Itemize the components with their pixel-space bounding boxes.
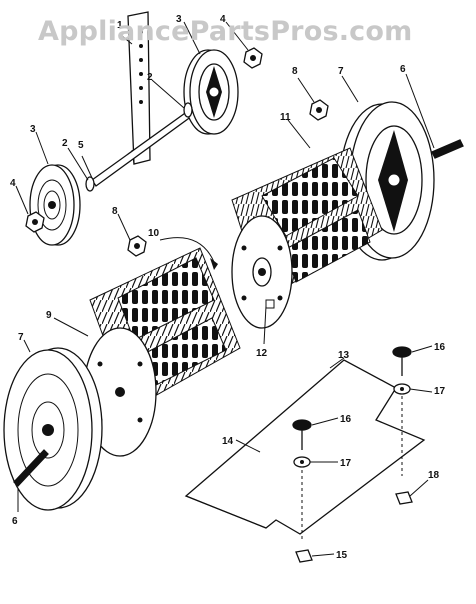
plate-washer-right — [393, 383, 411, 395]
callout-10: 10 — [148, 228, 160, 239]
bearing-nut-left — [127, 235, 147, 257]
callout-4: 4 — [220, 14, 226, 25]
plate-bolt-right — [392, 346, 412, 376]
hub-bolt-left — [13, 449, 49, 487]
leader-lines — [15, 21, 435, 557]
callout-7b: 7 — [18, 332, 24, 343]
callout-8b: 8 — [112, 206, 118, 217]
callout-6b: 6 — [12, 516, 18, 527]
callout-8: 8 — [292, 66, 298, 77]
callout-16b: 16 — [340, 414, 352, 425]
bearing-nut-right — [309, 99, 329, 121]
wheel-nut-left — [25, 211, 45, 233]
callout-17: 17 — [434, 386, 446, 397]
plate-bolt-left — [292, 419, 312, 450]
callout-3: 3 — [176, 14, 182, 25]
wheel-small-rear — [183, 49, 239, 135]
callout-12: 12 — [256, 348, 268, 359]
callout-7: 7 — [338, 66, 344, 77]
callout-2b: 2 — [62, 138, 68, 149]
dethatcher-reel-left — [83, 237, 241, 457]
callout-18: 18 — [428, 470, 440, 481]
callout-14: 14 — [222, 436, 234, 447]
watermark: AppliancePartsPros.com — [38, 16, 413, 47]
dethatcher-reel-right — [231, 147, 383, 329]
clip-right — [395, 491, 413, 505]
wheel-nut-top — [243, 47, 263, 69]
hub-bolt-right — [431, 139, 464, 159]
callout-13: 13 — [338, 350, 350, 361]
callout-3b: 3 — [30, 124, 36, 135]
callout-15: 15 — [336, 550, 348, 561]
adjustment-bracket — [127, 11, 151, 165]
callout-5: 5 — [78, 140, 84, 151]
wheel-small-front — [29, 164, 81, 246]
washer-top — [183, 102, 193, 118]
callout-4b: 4 — [10, 178, 16, 189]
callout-16: 16 — [434, 342, 446, 353]
callout-2: 2 — [147, 72, 153, 83]
callout-9: 9 — [46, 310, 52, 321]
callout-11: 11 — [280, 112, 291, 123]
washer-left — [85, 176, 95, 192]
callout-1: 1 — [117, 20, 123, 31]
callout-6: 6 — [400, 64, 406, 75]
plate-washer-left — [293, 456, 311, 468]
callout-17b: 17 — [340, 458, 352, 469]
clip-left — [295, 549, 313, 563]
cover-plate — [184, 359, 426, 535]
